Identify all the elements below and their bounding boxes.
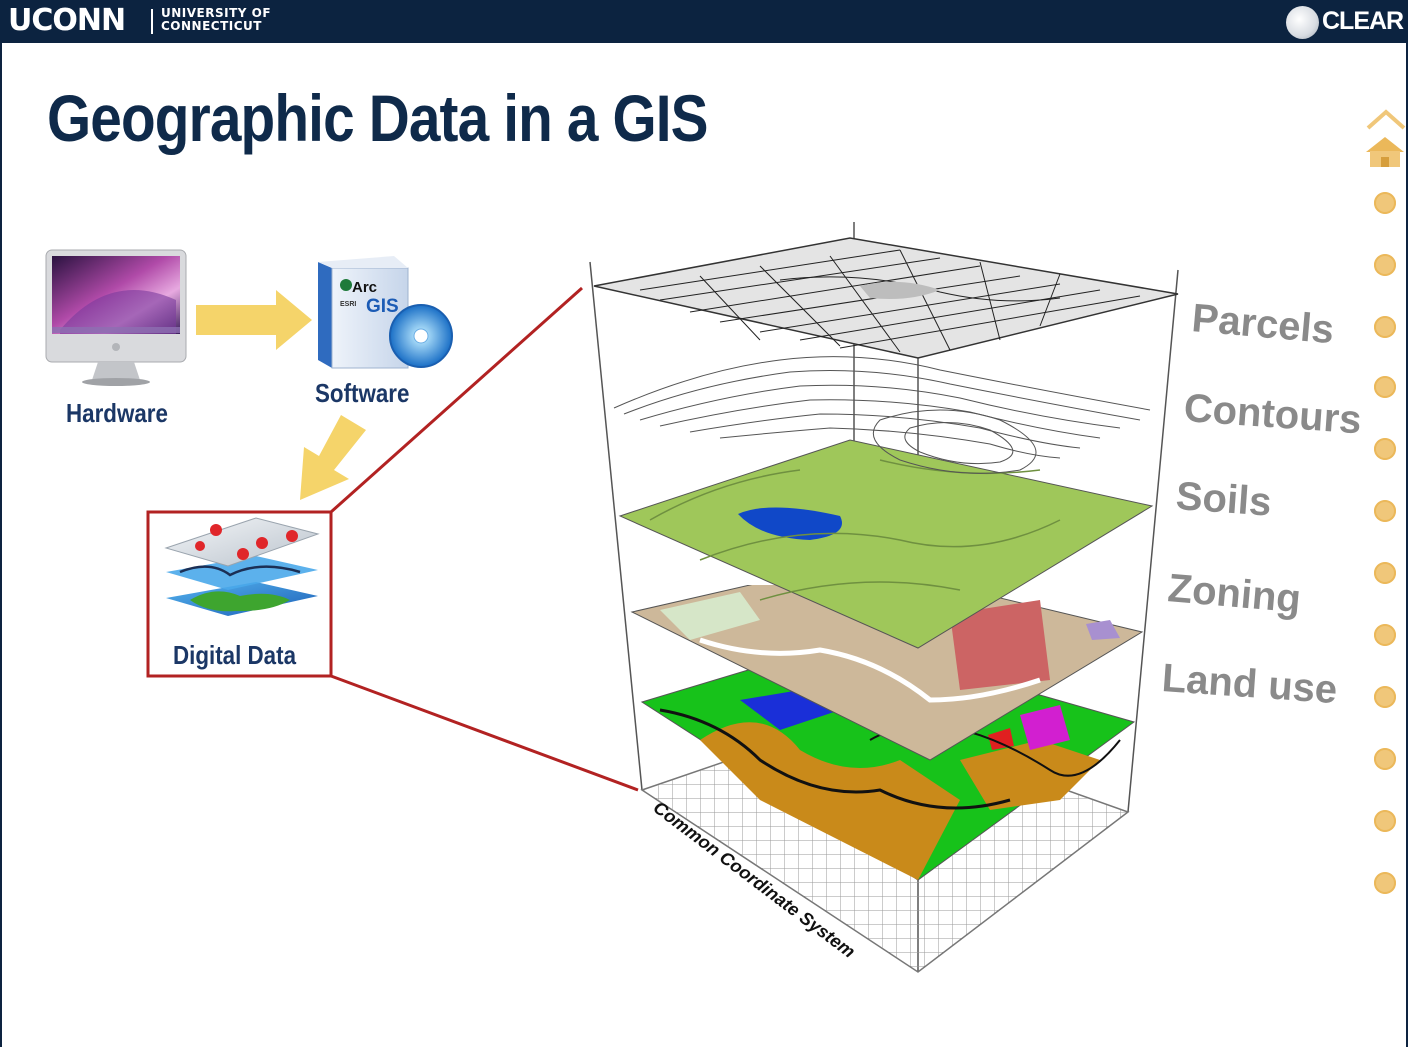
layer-label-soils: Soils bbox=[1174, 474, 1273, 525]
digital-data-label: Digital Data bbox=[173, 640, 297, 670]
nav-dot[interactable] bbox=[1374, 872, 1396, 894]
hardware-computer-icon bbox=[45, 249, 187, 386]
nav-dot[interactable] bbox=[1374, 500, 1396, 522]
header-bar: UCONN UNIVERSITY OF CONNECTICUT CLEAR bbox=[0, 0, 1408, 43]
nav-dot[interactable] bbox=[1374, 748, 1396, 770]
software-box-arc: Arc bbox=[352, 279, 377, 296]
digital-data-box[interactable] bbox=[146, 510, 333, 678]
university-name: UNIVERSITY OF CONNECTICUT bbox=[161, 7, 271, 33]
page-title: Geographic Data in a GIS bbox=[47, 81, 709, 155]
university-line-1: UNIVERSITY OF bbox=[161, 6, 272, 20]
arrow-hardware-to-software bbox=[196, 290, 312, 350]
connector-line-top bbox=[330, 286, 583, 514]
connector-line-bottom bbox=[330, 674, 639, 792]
nav-dot[interactable] bbox=[1374, 438, 1396, 460]
software-box-brand: ESRI bbox=[340, 301, 356, 308]
nav-dot[interactable] bbox=[1374, 254, 1396, 276]
software-box-gis: GIS bbox=[366, 296, 399, 317]
parcels-layer bbox=[593, 237, 1179, 359]
soils-layer bbox=[618, 439, 1154, 649]
uconn-logo[interactable]: UCONN bbox=[8, 3, 126, 38]
contours-layer bbox=[613, 356, 1151, 474]
software-label: Software bbox=[315, 378, 410, 408]
nav-dot[interactable] bbox=[1374, 810, 1396, 832]
digital-data-layers-icon bbox=[164, 517, 320, 616]
hardware-label: Hardware bbox=[66, 398, 168, 428]
nav-dot[interactable] bbox=[1374, 316, 1396, 338]
nav-dot[interactable] bbox=[1374, 376, 1396, 398]
nav-dot[interactable] bbox=[1374, 686, 1396, 708]
logo-divider bbox=[151, 9, 153, 34]
university-line-2: CONNECTICUT bbox=[161, 19, 262, 33]
clear-globe-icon bbox=[1286, 6, 1319, 39]
arrow-software-to-data bbox=[300, 415, 366, 500]
nav-dot[interactable] bbox=[1374, 192, 1396, 214]
nav-dot[interactable] bbox=[1374, 624, 1396, 646]
software-box-icon: Arc ESRI GIS bbox=[318, 256, 453, 369]
clear-label: CLEAR bbox=[1322, 7, 1404, 35]
nav-dot[interactable] bbox=[1374, 562, 1396, 584]
